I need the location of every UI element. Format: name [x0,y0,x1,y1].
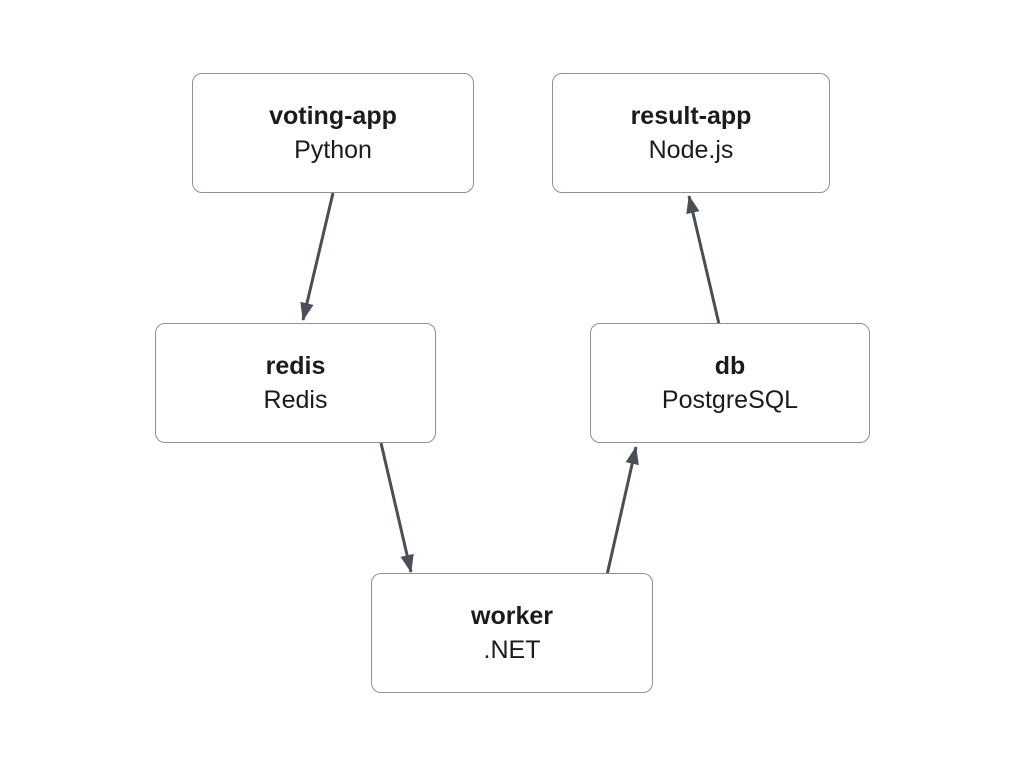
edge-db-to-result-app [686,195,721,325]
node-redis-subtitle: Redis [263,386,328,414]
node-voting-app-title: voting-app [269,102,397,130]
edge-worker-to-db [605,446,639,576]
node-result-app-title: result-app [630,102,752,130]
node-worker-subtitle: .NET [483,636,541,664]
node-worker: worker .NET [371,573,653,693]
edge-voting-app-to-redis [300,192,335,321]
node-voting-app: voting-app Python [192,73,474,193]
node-redis-title: redis [265,352,326,380]
node-db-title: db [714,352,746,380]
edge-redis-to-worker [379,442,414,573]
node-result-app: result-app Node.js [552,73,830,193]
node-result-app-subtitle: Node.js [648,136,734,164]
node-worker-title: worker [471,602,553,630]
node-redis: redis Redis [155,323,436,443]
node-voting-app-subtitle: Python [294,136,372,164]
node-db-subtitle: PostgreSQL [661,386,799,414]
node-db: db PostgreSQL [590,323,870,443]
